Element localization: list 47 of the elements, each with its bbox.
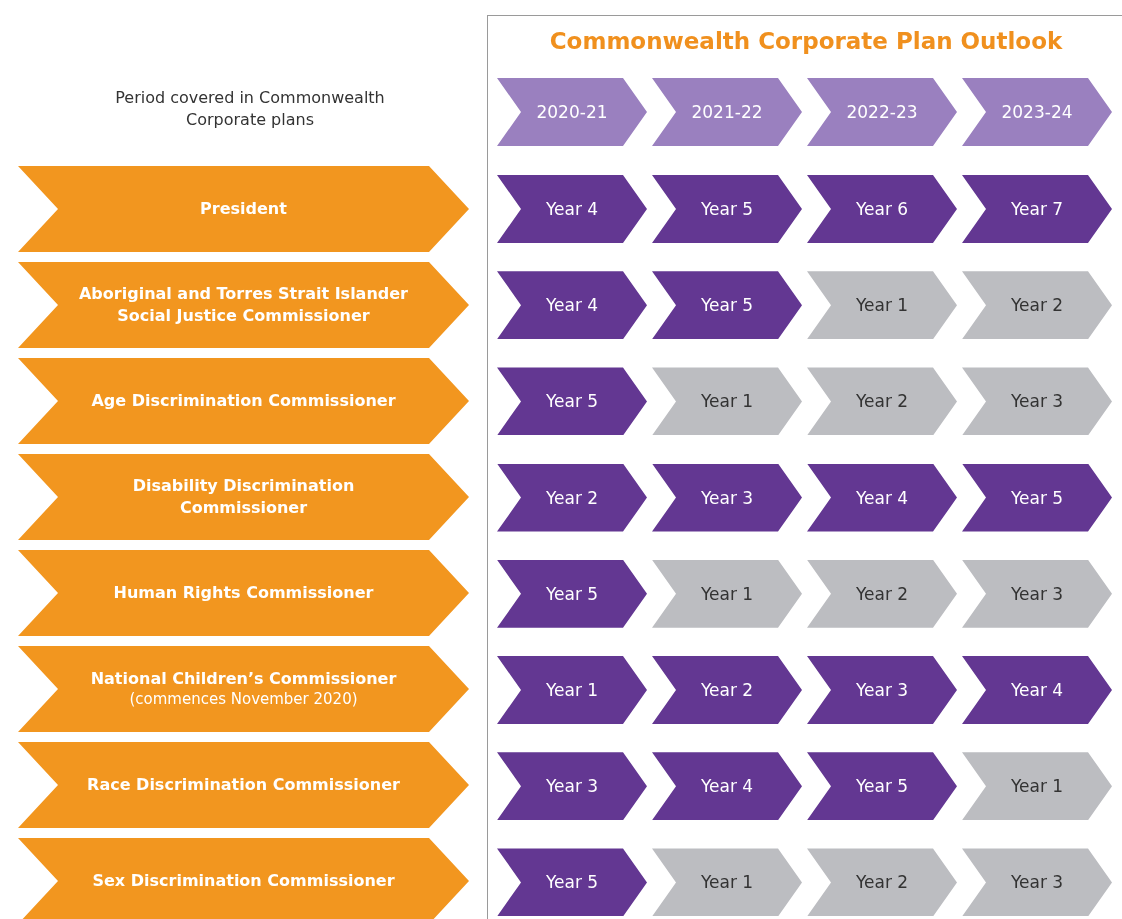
role-label: Aboriginal and Torres Strait Islander Social Justice Commissioner bbox=[78, 282, 409, 327]
year-label: Year 4 bbox=[545, 199, 599, 219]
year-label: Year 5 bbox=[1010, 487, 1064, 508]
year-label: Year 5 bbox=[545, 583, 599, 604]
year-label: Year 3 bbox=[1010, 391, 1064, 412]
year-label: Year 4 bbox=[855, 487, 909, 508]
year-label: Year 1 bbox=[1010, 776, 1064, 797]
year-label: Year 1 bbox=[545, 680, 599, 700]
year-label: Year 6 bbox=[855, 199, 909, 219]
role-label: Disability Discrimination Commissioner bbox=[131, 474, 356, 519]
period-label: 2022-23 bbox=[846, 102, 918, 122]
role-label: Sex Discrimination Commissioner bbox=[92, 869, 395, 892]
year-label: Year 3 bbox=[855, 680, 909, 700]
year-label: Year 1 bbox=[700, 872, 754, 893]
year-label: Year 2 bbox=[545, 487, 599, 508]
note-text: Period covered in Commonwealth Corporate plans bbox=[114, 87, 386, 132]
role-label: President bbox=[200, 197, 287, 220]
year-label: Year 4 bbox=[545, 295, 599, 316]
period-label: 2020-21 bbox=[536, 102, 608, 122]
year-label: Year 3 bbox=[700, 487, 754, 508]
year-label: Year 4 bbox=[1010, 680, 1064, 700]
year-label: Year 3 bbox=[1010, 583, 1064, 604]
title: Commonwealth Corporate Plan Outlook bbox=[548, 28, 1064, 54]
period-label: 2023-24 bbox=[1001, 102, 1073, 122]
year-label: Year 2 bbox=[1010, 295, 1064, 316]
year-label: Year 7 bbox=[1010, 199, 1064, 219]
year-label: Year 3 bbox=[1010, 872, 1064, 893]
year-label: Year 5 bbox=[545, 872, 599, 893]
year-label: Year 5 bbox=[700, 199, 754, 219]
year-label: Year 1 bbox=[700, 583, 754, 604]
year-label: Year 2 bbox=[855, 391, 909, 412]
period-label: 2021-22 bbox=[691, 102, 763, 122]
role-label: Age Discrimination Commissioner bbox=[91, 389, 396, 412]
year-label: Year 5 bbox=[700, 295, 754, 316]
role-label: Human Rights Commissioner bbox=[113, 581, 374, 604]
year-label: Year 5 bbox=[545, 391, 599, 412]
role-label: National Children’s Commissioner bbox=[90, 668, 397, 691]
year-label: Year 4 bbox=[700, 776, 754, 797]
role-note: (commences November 2020) bbox=[129, 690, 358, 710]
year-label: Year 5 bbox=[855, 776, 909, 797]
year-label: Year 2 bbox=[855, 583, 909, 604]
year-label: Year 1 bbox=[855, 295, 909, 316]
year-label: Year 3 bbox=[545, 776, 599, 797]
year-label: Year 2 bbox=[855, 872, 909, 893]
year-label: Year 2 bbox=[700, 680, 754, 700]
role-label: Race Discrimination Commissioner bbox=[87, 773, 400, 796]
year-label: Year 1 bbox=[700, 391, 754, 412]
